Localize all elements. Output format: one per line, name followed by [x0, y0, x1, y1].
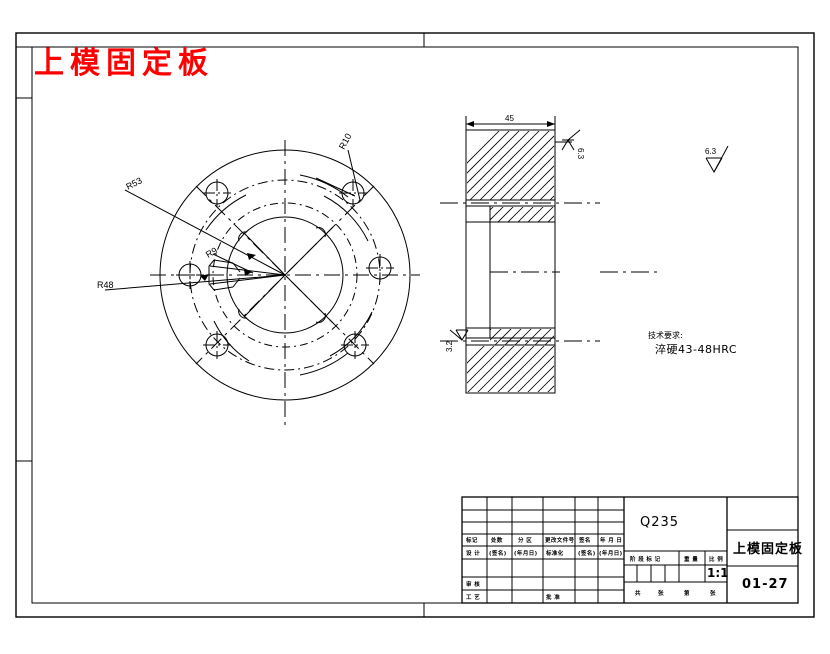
dim-r10: R10 [337, 132, 354, 151]
diagonal-construction-lines [195, 185, 375, 365]
role-row-5: (年月日) [599, 551, 623, 557]
bore-notches [238, 227, 326, 323]
stage-header-1: 重 量 [684, 557, 699, 563]
roughness-bore-value: 3.2 [445, 340, 454, 352]
section-outline [465, 129, 556, 394]
roughness-top-value: 6.3 [576, 148, 585, 160]
section-hatch-top [467, 131, 554, 200]
section-hatch-lower-ring [490, 329, 554, 345]
section-hatch-upper-ring [490, 207, 554, 222]
rev-header-5: 年 月 日 [600, 538, 623, 544]
centre-lines [150, 140, 420, 430]
section-hatch-bottom [467, 346, 554, 392]
dim-r48: R48 [97, 280, 114, 290]
relief-arcs [205, 174, 373, 376]
tech-requirements-heading: 技术要求: [648, 331, 683, 340]
dim-width-45: 45 [505, 114, 514, 123]
page-title: 上模固定板 [34, 46, 214, 81]
r53-leader [124, 189, 286, 276]
role-row-1: (签名) [489, 551, 507, 557]
dim-r9: R9 [204, 245, 219, 259]
roughness-general-value: 6.3 [705, 147, 717, 156]
leader-arrowheads [200, 253, 256, 281]
roughness-symbol-bore [449, 329, 469, 341]
sheet-fold-marks [16, 33, 425, 617]
left-row-approve: 批 准 [546, 595, 561, 601]
bolt-holes [176, 179, 394, 359]
role-row-4: (签名) [578, 551, 596, 557]
sheet-footer-1: 张 [658, 591, 664, 597]
sheet-border [15, 32, 815, 618]
left-row-1: 工 艺 [466, 595, 481, 601]
hole-leader [315, 177, 356, 197]
left-row-0: 审 核 [466, 582, 481, 588]
rev-header-2: 分 区 [518, 538, 533, 544]
role-row-3: 标准化 [546, 551, 564, 557]
sheet-footer-3: 张 [710, 591, 716, 597]
dim-r53: R53 [124, 175, 143, 191]
rev-header-1: 处数 [491, 538, 503, 544]
rev-header-4: 签名 [579, 538, 591, 544]
title-block [461, 496, 799, 604]
scale-value: 1:1 [707, 566, 729, 580]
plate-section-view [440, 116, 660, 394]
tech-requirements-line1: 淬硬43-48HRC [655, 343, 738, 356]
roughness-symbol-top [555, 129, 581, 151]
role-row-0: 设 计 [466, 551, 481, 557]
circular-plate-front-view [104, 140, 420, 430]
central-bore-circle [226, 216, 344, 334]
stage-header-0: 阶 段 标 记 [630, 557, 661, 563]
rev-header-0: 标记 [466, 538, 478, 544]
r9-leader [212, 253, 254, 274]
material-value: Q235 [640, 515, 680, 530]
role-row-2: (年月日) [514, 551, 538, 557]
rev-header-3: 更改文件号 [545, 538, 575, 544]
section-centre-lines [440, 202, 660, 342]
r48-leader [104, 274, 286, 291]
stage-header-2: 比 例 [709, 557, 724, 563]
radius-leaders [104, 149, 361, 291]
r10-leader [347, 149, 361, 201]
part-name-value: 上模固定板 [733, 542, 804, 557]
roughness-symbol-general [705, 145, 729, 174]
sheet-footer-0: 共 [635, 591, 641, 597]
drawing-number-value: 01-27 [742, 577, 789, 592]
sheet-footer-2: 第 [684, 591, 690, 597]
width-dimension [465, 116, 556, 130]
